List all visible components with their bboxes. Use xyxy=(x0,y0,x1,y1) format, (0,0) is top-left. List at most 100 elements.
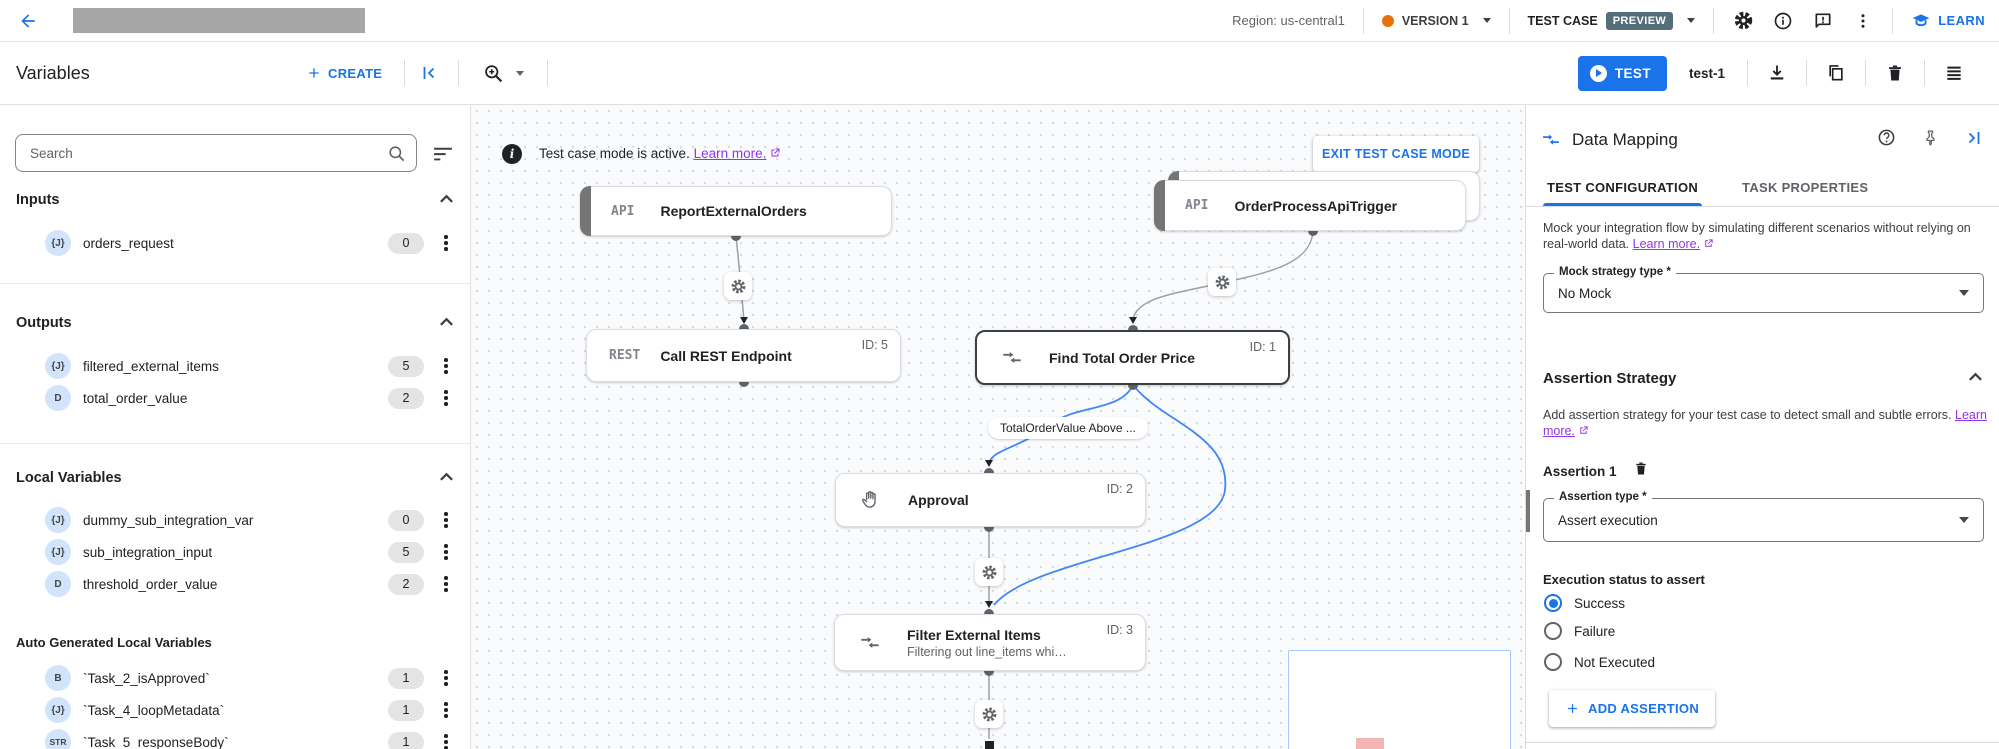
collapse-sidebar-icon[interactable] xyxy=(416,60,442,86)
feedback-icon[interactable] xyxy=(1812,10,1834,32)
mock-description: Mock your integration flow by simulating… xyxy=(1543,221,1991,253)
settings-gear-icon[interactable] xyxy=(1732,10,1754,32)
data-mapping-icon xyxy=(1543,134,1559,145)
chevron-down-icon xyxy=(1959,290,1969,296)
row-menu-icon[interactable] xyxy=(436,540,456,564)
tab-test-configuration[interactable]: TEST CONFIGURATION xyxy=(1543,169,1703,206)
json-type-icon: {J} xyxy=(45,697,71,723)
chevron-down-icon xyxy=(1687,18,1696,23)
collapse-panel-icon[interactable] xyxy=(1965,129,1983,152)
sort-variables-icon[interactable] xyxy=(432,147,454,168)
assertion-item-header: Assertion 1 xyxy=(1543,460,1649,482)
assertion-type-select[interactable]: Assertion type * Assert execution xyxy=(1543,491,1984,542)
add-assertion-button[interactable]: ADD ASSERTION xyxy=(1549,690,1716,727)
variable-row[interactable]: {J} filtered_external_items 5 xyxy=(0,350,470,382)
assertion-learn-more-link[interactable]: Learn more. xyxy=(1543,408,1987,438)
banner-learn-more-link[interactable]: Learn more. xyxy=(693,146,767,161)
radio-failure[interactable]: Failure xyxy=(1544,622,1615,640)
chevron-down-icon xyxy=(516,70,524,76)
row-menu-icon[interactable] xyxy=(436,508,456,532)
chevron-up-icon[interactable] xyxy=(439,469,454,487)
node-approval[interactable]: Approval ID: 2 xyxy=(835,473,1146,527)
chevron-up-icon[interactable] xyxy=(1968,369,1983,387)
section-auto-generated: Auto Generated Local Variables xyxy=(16,634,212,650)
more-vert-icon[interactable] xyxy=(1852,10,1874,32)
approval-hand-icon xyxy=(860,489,882,511)
execution-status-label: Execution status to assert xyxy=(1543,572,1705,587)
chevron-up-icon[interactable] xyxy=(439,314,454,332)
row-menu-icon[interactable] xyxy=(436,698,456,722)
variable-row[interactable]: {J} orders_request 0 xyxy=(0,227,470,259)
info-icon: i xyxy=(502,144,522,164)
task-id-label: ID: 1 xyxy=(1249,340,1276,354)
top-header: Region: us-central1 VERSION 1 TEST CASE … xyxy=(0,0,1999,42)
row-menu-icon[interactable] xyxy=(436,354,456,378)
variable-search[interactable] xyxy=(15,134,417,172)
node-report-external-orders[interactable]: API ReportExternalOrders xyxy=(580,186,892,236)
row-menu-icon[interactable] xyxy=(436,666,456,690)
variable-row[interactable]: {J} dummy_sub_integration_var 0 xyxy=(0,504,470,536)
help-icon[interactable] xyxy=(1877,128,1896,152)
node-order-process-api-trigger[interactable]: API OrderProcessApiTrigger xyxy=(1154,180,1466,231)
preview-badge: PREVIEW xyxy=(1605,11,1674,30)
radio-icon xyxy=(1544,653,1562,671)
task-id-label: ID: 5 xyxy=(861,338,888,352)
list-menu-icon[interactable] xyxy=(1942,61,1966,85)
mock-strategy-select[interactable]: Mock strategy type * No Mock xyxy=(1543,266,1984,313)
tab-task-properties[interactable]: TASK PROPERTIES xyxy=(1742,180,1869,195)
back-arrow-icon[interactable] xyxy=(14,7,42,35)
pin-icon[interactable] xyxy=(1922,129,1939,151)
edge-condition-label[interactable]: TotalOrderValue Above ... xyxy=(988,417,1148,439)
version-dropdown[interactable]: VERSION 1 xyxy=(1381,14,1491,28)
plus-icon xyxy=(1568,704,1577,713)
learn-link[interactable]: LEARN xyxy=(1911,11,1985,31)
delete-icon[interactable] xyxy=(1883,61,1907,85)
variable-row[interactable]: STR `Task_5_responseBody` 1 xyxy=(0,726,470,749)
variable-row[interactable]: D threshold_order_value 2 xyxy=(0,568,470,600)
node-find-total-order-price[interactable]: Find Total Order Price ID: 1 xyxy=(975,330,1290,385)
download-icon[interactable] xyxy=(1765,61,1789,85)
mock-learn-more-link[interactable]: Learn more. xyxy=(1632,236,1701,251)
test-name-label: test-1 xyxy=(1688,65,1725,81)
search-input[interactable] xyxy=(30,145,387,161)
zoom-control[interactable] xyxy=(483,63,524,84)
edge-gear-icon[interactable] xyxy=(975,700,1003,728)
json-type-icon: {J} xyxy=(45,230,71,256)
radio-not-executed[interactable]: Not Executed xyxy=(1544,653,1655,671)
panel-tabs: TEST CONFIGURATION TASK PROPERTIES xyxy=(1526,169,1999,207)
chevron-up-icon[interactable] xyxy=(439,191,454,209)
row-menu-icon[interactable] xyxy=(436,231,456,255)
usage-count-badge: 1 xyxy=(388,699,424,721)
variable-row[interactable]: {J} `Task_4_loopMetadata` 1 xyxy=(0,694,470,726)
radio-success[interactable]: Success xyxy=(1544,594,1625,612)
row-menu-icon[interactable] xyxy=(436,730,456,749)
edge-gear-icon[interactable] xyxy=(975,558,1003,586)
node-filter-external-items[interactable]: Filter External Items Filtering out line… xyxy=(834,614,1146,671)
assertion-type-label: Assertion type * xyxy=(1554,491,1652,503)
canvas-minimap[interactable] xyxy=(1288,650,1511,749)
row-menu-icon[interactable] xyxy=(436,572,456,596)
flow-canvas[interactable]: i Test case mode is active. Learn more. … xyxy=(471,105,1525,749)
edge-gear-icon[interactable] xyxy=(724,272,752,300)
variable-row[interactable]: B `Task_2_isApproved` 1 xyxy=(0,662,470,694)
node-call-rest-endpoint[interactable]: REST Call REST Endpoint ID: 5 xyxy=(586,329,901,382)
row-menu-icon[interactable] xyxy=(436,386,456,410)
page-title: Variables xyxy=(16,62,90,83)
duplicate-icon[interactable] xyxy=(1824,61,1848,85)
exit-test-case-mode-button[interactable]: EXIT TEST CASE MODE xyxy=(1313,136,1479,172)
test-case-dropdown[interactable]: TEST CASE PREVIEW xyxy=(1528,11,1696,30)
create-variable-button[interactable]: CREATE xyxy=(306,65,382,81)
info-icon[interactable] xyxy=(1772,10,1794,32)
search-icon xyxy=(389,145,405,161)
panel-scrollbar[interactable] xyxy=(1526,490,1530,532)
section-outputs: Outputs xyxy=(16,311,454,335)
variable-row[interactable]: {J} sub_integration_input 5 xyxy=(0,536,470,568)
radio-icon xyxy=(1544,594,1562,612)
run-test-button[interactable]: TEST xyxy=(1577,55,1667,91)
assertion-description: Add assertion strategy for your test cas… xyxy=(1543,408,1991,440)
learn-cap-icon xyxy=(1912,13,1930,26)
edge-gear-icon[interactable] xyxy=(1208,268,1236,296)
variables-sidebar: Inputs {J} orders_request 0 Outputs {J} … xyxy=(0,105,471,749)
variable-row[interactable]: D total_order_value 2 xyxy=(0,382,470,414)
delete-assertion-icon[interactable] xyxy=(1633,460,1649,482)
